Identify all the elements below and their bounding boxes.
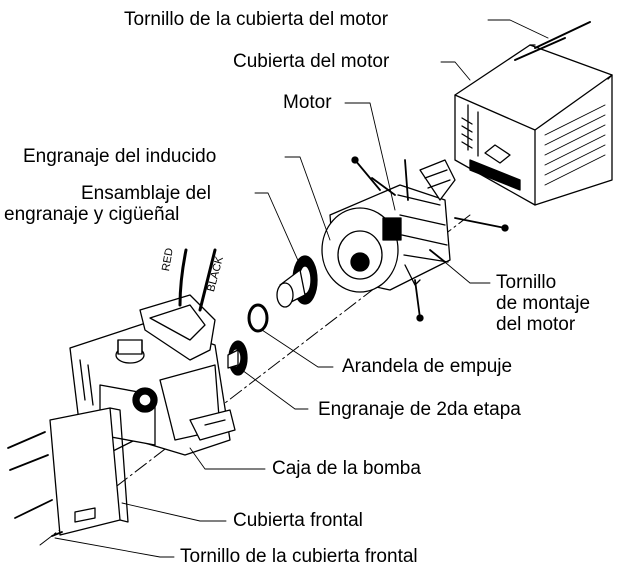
label-motor-cover-screw: Tornillo de la cubierta del motor: [124, 9, 389, 30]
leader-motor-cover-screw: [487, 19, 549, 39]
leader-motor-cover: [440, 61, 471, 81]
leader-second-stage: [241, 369, 309, 410]
leader-pump-housing: [189, 447, 266, 470]
label-front-cover-screw: Tornillo de la cubierta frontal: [180, 546, 418, 567]
label-gear-crank-line2: engranaje y cigüeñal: [4, 204, 180, 225]
label-motor: Motor: [283, 92, 332, 113]
label-motor-cover: Cubierta del motor: [233, 51, 390, 72]
leader-front-cover-screw: [54, 537, 175, 558]
label-mount-screw-line3: del motor: [496, 314, 576, 335]
gear-crank-assembly-part: [276, 255, 318, 308]
leader-thrust-washer: [261, 329, 334, 368]
label-mount-screw-line1: Tornillo: [496, 272, 557, 293]
leader-front-cover: [121, 502, 227, 522]
motor-cover-screw-part: [534, 21, 591, 49]
label-thrust-washer: Arandela de empuje: [342, 356, 513, 377]
label-mount-screw-line2: de montaje: [496, 293, 591, 314]
leader-armature-gear: [284, 156, 331, 241]
motor-part: [321, 159, 456, 293]
label-pump-housing: Caja de la bomba: [272, 458, 421, 479]
front-cover-part: [49, 407, 129, 536]
leader-mount-screw: [439, 257, 491, 284]
leader-gear-crank: [254, 192, 301, 266]
front-cover-screw-part: [7, 431, 46, 449]
label-second-stage-gear: Engranaje de 2da etapa: [318, 399, 521, 420]
label-gear-crank-line1: Ensamblaje del: [81, 183, 211, 204]
thrust-washer-part: [247, 303, 269, 333]
leader-motor: [344, 102, 396, 211]
motor-cover-part: [454, 44, 613, 206]
label-armature-gear: Engranaje del inducido: [23, 146, 217, 167]
label-front-cover: Cubierta frontal: [233, 510, 363, 531]
second-stage-gear-part: [227, 340, 248, 376]
